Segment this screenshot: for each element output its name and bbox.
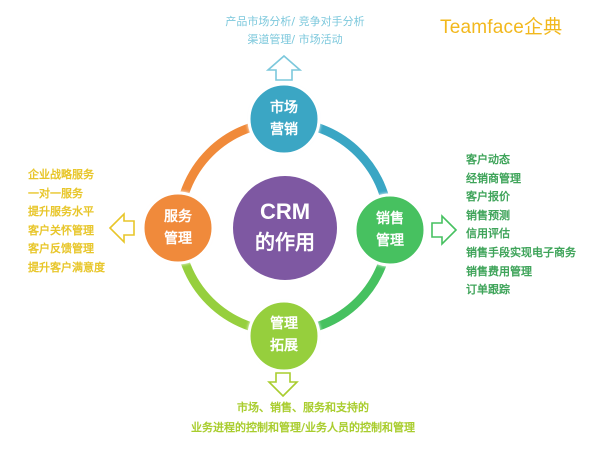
marketing-output-item: 产品市场分析/ 竞争对手分析 [225, 15, 365, 28]
node-service-label: 服务 管理 [143, 206, 213, 250]
node-expansion-line2: 拓展 [270, 338, 298, 354]
sales-output-item: 销售费用管理 [466, 264, 532, 278]
sales-output-item: 信用评估 [466, 227, 510, 241]
node-marketing-circle[interactable] [247, 82, 321, 156]
node-service-line2: 管理 [164, 231, 192, 247]
arrow-left-icon [108, 212, 135, 244]
expansion-output-item: 业务进程的控制和管理/业务人员的控制和管理 [190, 421, 416, 434]
crm-center-circle[interactable] [233, 176, 337, 280]
node-sales-line2: 管理 [376, 233, 404, 249]
crm-center-label: CRM 的作用 [230, 197, 340, 257]
crm-subtitle: 的作用 [255, 230, 315, 254]
node-service-circle[interactable] [141, 191, 215, 265]
expansion-outputs: 市场、销售、服务和支持的 业务进程的控制和管理/业务人员的控制和管理 [0, 398, 600, 438]
sales-output-item: 客户报价 [466, 190, 510, 204]
node-expansion-line1: 管理 [270, 316, 298, 332]
node-expansion-label: 管理 拓展 [249, 313, 319, 357]
node-expansion-circle[interactable] [247, 299, 321, 373]
node-sales-label: 销售 管理 [355, 208, 425, 252]
sales-outputs-list: 客户动态 经销商管理 客户报价 销售预测 信用评估 销售手段实现电子商务 销售费… [466, 151, 576, 300]
node-sales-circle[interactable] [353, 193, 427, 267]
arrow-up-icon [265, 54, 303, 81]
node-marketing-line2: 营销 [270, 122, 298, 138]
node-marketing-line1: 市场 [270, 100, 298, 116]
crm-title: CRM [259, 199, 311, 224]
sales-output-item: 销售手段实现电子商务 [466, 245, 576, 259]
expansion-output-item: 市场、销售、服务和支持的 [237, 401, 369, 414]
service-outputs-list: 企业战略服务 一对一服务 提升服务水平 客户关怀管理 客户反馈管理 提升客户满意… [28, 166, 105, 278]
arrow-right-icon [431, 214, 458, 246]
brand-logo: Teamface企典 [440, 17, 563, 38]
service-output-item: 提升服务水平 [28, 205, 94, 219]
service-output-item: 一对一服务 [28, 186, 83, 200]
sales-output-item: 订单跟踪 [466, 283, 510, 297]
marketing-outputs: 产品市场分析/ 竞争对手分析 渠道管理/ 市场活动 [0, 13, 600, 49]
node-service-line1: 服务 [164, 209, 192, 225]
node-sales-line1: 销售 [376, 211, 404, 227]
sales-output-item: 经销商管理 [466, 171, 521, 185]
sales-output-item: 客户动态 [466, 153, 510, 166]
node-marketing-label: 市场 营销 [249, 97, 319, 141]
service-output-item: 提升客户满意度 [28, 260, 105, 274]
marketing-output-item: 渠道管理/ 市场活动 [247, 33, 343, 46]
sales-output-item: 销售预测 [466, 208, 510, 222]
service-output-item: 企业战略服务 [28, 168, 94, 181]
service-output-item: 客户关怀管理 [28, 223, 94, 237]
arrow-down-icon [267, 372, 299, 398]
service-output-item: 客户反馈管理 [28, 242, 94, 256]
